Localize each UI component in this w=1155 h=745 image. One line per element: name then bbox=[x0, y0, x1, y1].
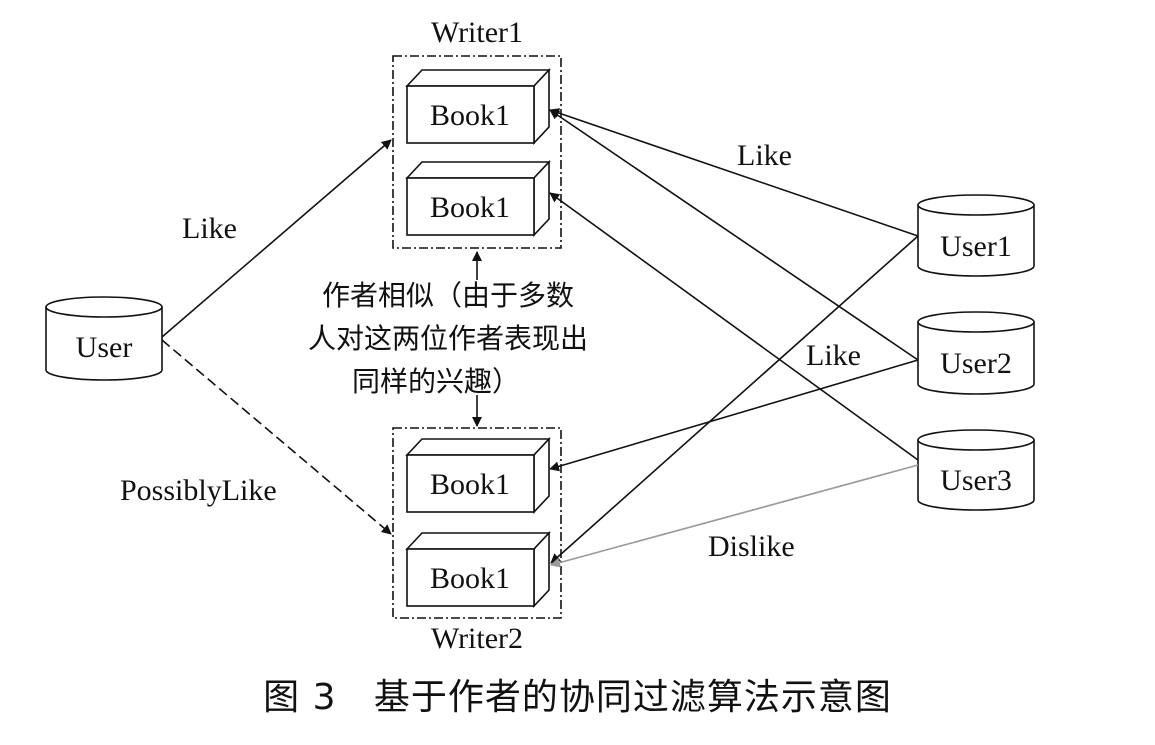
edge-label-dislike: Dislike bbox=[708, 530, 795, 563]
edge-user3-dislike-book4 bbox=[550, 464, 919, 568]
svg-text:User: User bbox=[76, 331, 133, 364]
writer1-label: Writer1 bbox=[431, 16, 523, 49]
svg-text:User1: User1 bbox=[940, 230, 1012, 263]
svg-text:Book1: Book1 bbox=[430, 468, 510, 501]
collaborative-filtering-diagram: Writer1 Writer2 Book1 Book1 Book1 Book1 … bbox=[45, 16, 1035, 655]
similarity-note-line2: 人对这两位作者表现出 bbox=[308, 322, 588, 355]
figure-caption: 图 3 基于作者的协同过滤算法示意图 bbox=[263, 677, 892, 718]
user3-cylinder: User3 bbox=[917, 429, 1035, 511]
edge-user3-book2 bbox=[549, 192, 919, 461]
edge-user-possiblylike-writer2 bbox=[161, 339, 392, 535]
book-box: Book1 bbox=[405, 436, 551, 515]
edge-user1-book1 bbox=[549, 108, 919, 237]
similarity-note-line1: 作者相似（由于多数 bbox=[322, 279, 574, 312]
book-box: Book1 bbox=[405, 67, 551, 146]
svg-text:Book1: Book1 bbox=[430, 191, 510, 224]
book-box: Book1 bbox=[405, 159, 551, 238]
svg-text:User3: User3 bbox=[940, 464, 1012, 497]
edge-label-like-top: Like bbox=[737, 139, 792, 172]
edge-label-like-mid: Like bbox=[806, 339, 861, 372]
edge-user-like-writer1 bbox=[161, 139, 392, 338]
edge-label-like-left: Like bbox=[182, 212, 237, 245]
user-cylinder: User bbox=[45, 296, 163, 381]
writer1-group bbox=[392, 55, 562, 249]
svg-text:Book1: Book1 bbox=[430, 99, 510, 132]
similarity-note-line3: 同样的兴趣） bbox=[352, 365, 520, 398]
svg-text:User2: User2 bbox=[940, 347, 1012, 380]
user1-cylinder: User1 bbox=[917, 194, 1035, 277]
edge-user1-book4 bbox=[550, 235, 919, 564]
edge-user2-book1 bbox=[549, 109, 919, 361]
writer2-label: Writer2 bbox=[431, 622, 523, 655]
svg-text:Book1: Book1 bbox=[430, 562, 510, 595]
edge-user2-book3 bbox=[549, 359, 919, 472]
user2-cylinder: User2 bbox=[917, 311, 1035, 395]
book-box: Book1 bbox=[405, 530, 551, 609]
writer2-group bbox=[392, 427, 562, 619]
edge-label-possiblylike: PossiblyLike bbox=[120, 474, 277, 507]
